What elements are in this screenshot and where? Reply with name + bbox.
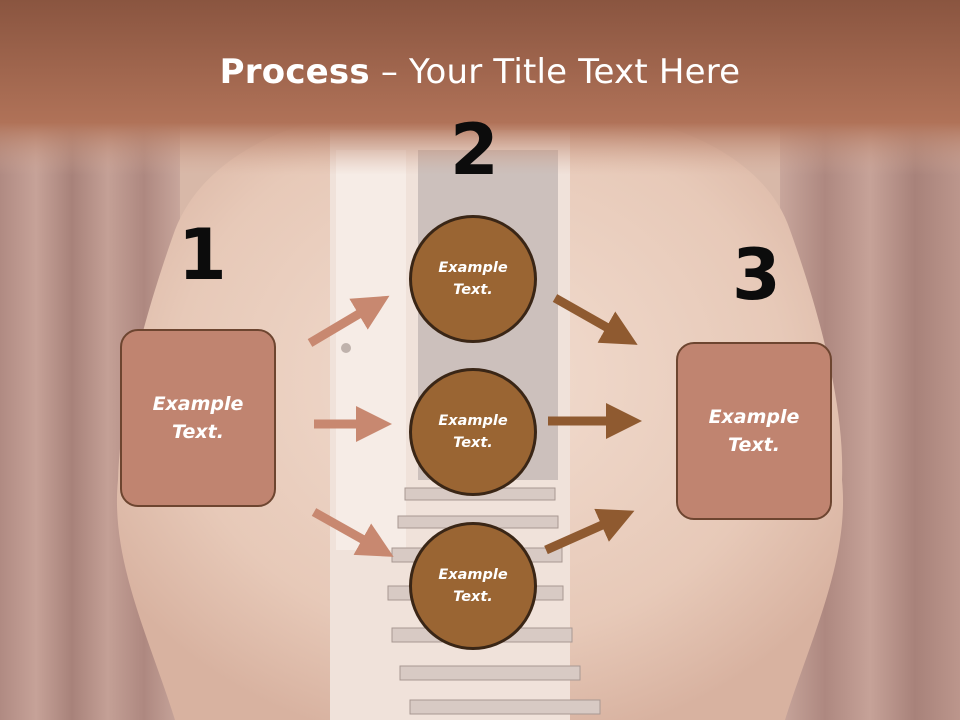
step-2-circle-bottom: Example Text. xyxy=(409,522,537,650)
arrow-2a-to-3 xyxy=(552,294,638,345)
step-number-2: 2 xyxy=(450,109,499,191)
step-2-label-middle: Example Text. xyxy=(438,412,508,451)
slide-title: Process – Your Title Text Here xyxy=(0,52,960,92)
arrow-1-to-2a xyxy=(307,295,390,347)
step-2-circle-middle: Example Text. xyxy=(409,368,537,496)
arrow-2c-to-3 xyxy=(544,508,635,555)
title-rest: Your Title Text Here xyxy=(409,52,741,92)
step-2-label-bottom: Example Text. xyxy=(438,566,508,605)
step-2-circle-top: Example Text. xyxy=(409,215,537,343)
step-1-box: Example Text. xyxy=(120,329,276,507)
title-bold: Process xyxy=(219,52,370,92)
step-3-label: Example Text. xyxy=(708,405,800,457)
step-1-label: Example Text. xyxy=(152,392,244,444)
step-number-1: 1 xyxy=(178,214,227,296)
step-number-3: 3 xyxy=(732,234,781,316)
step-2-label-top: Example Text. xyxy=(438,259,508,298)
step-3-box: Example Text. xyxy=(676,342,832,520)
title-dash: – xyxy=(369,52,410,92)
arrow-1-to-2c xyxy=(311,508,394,557)
